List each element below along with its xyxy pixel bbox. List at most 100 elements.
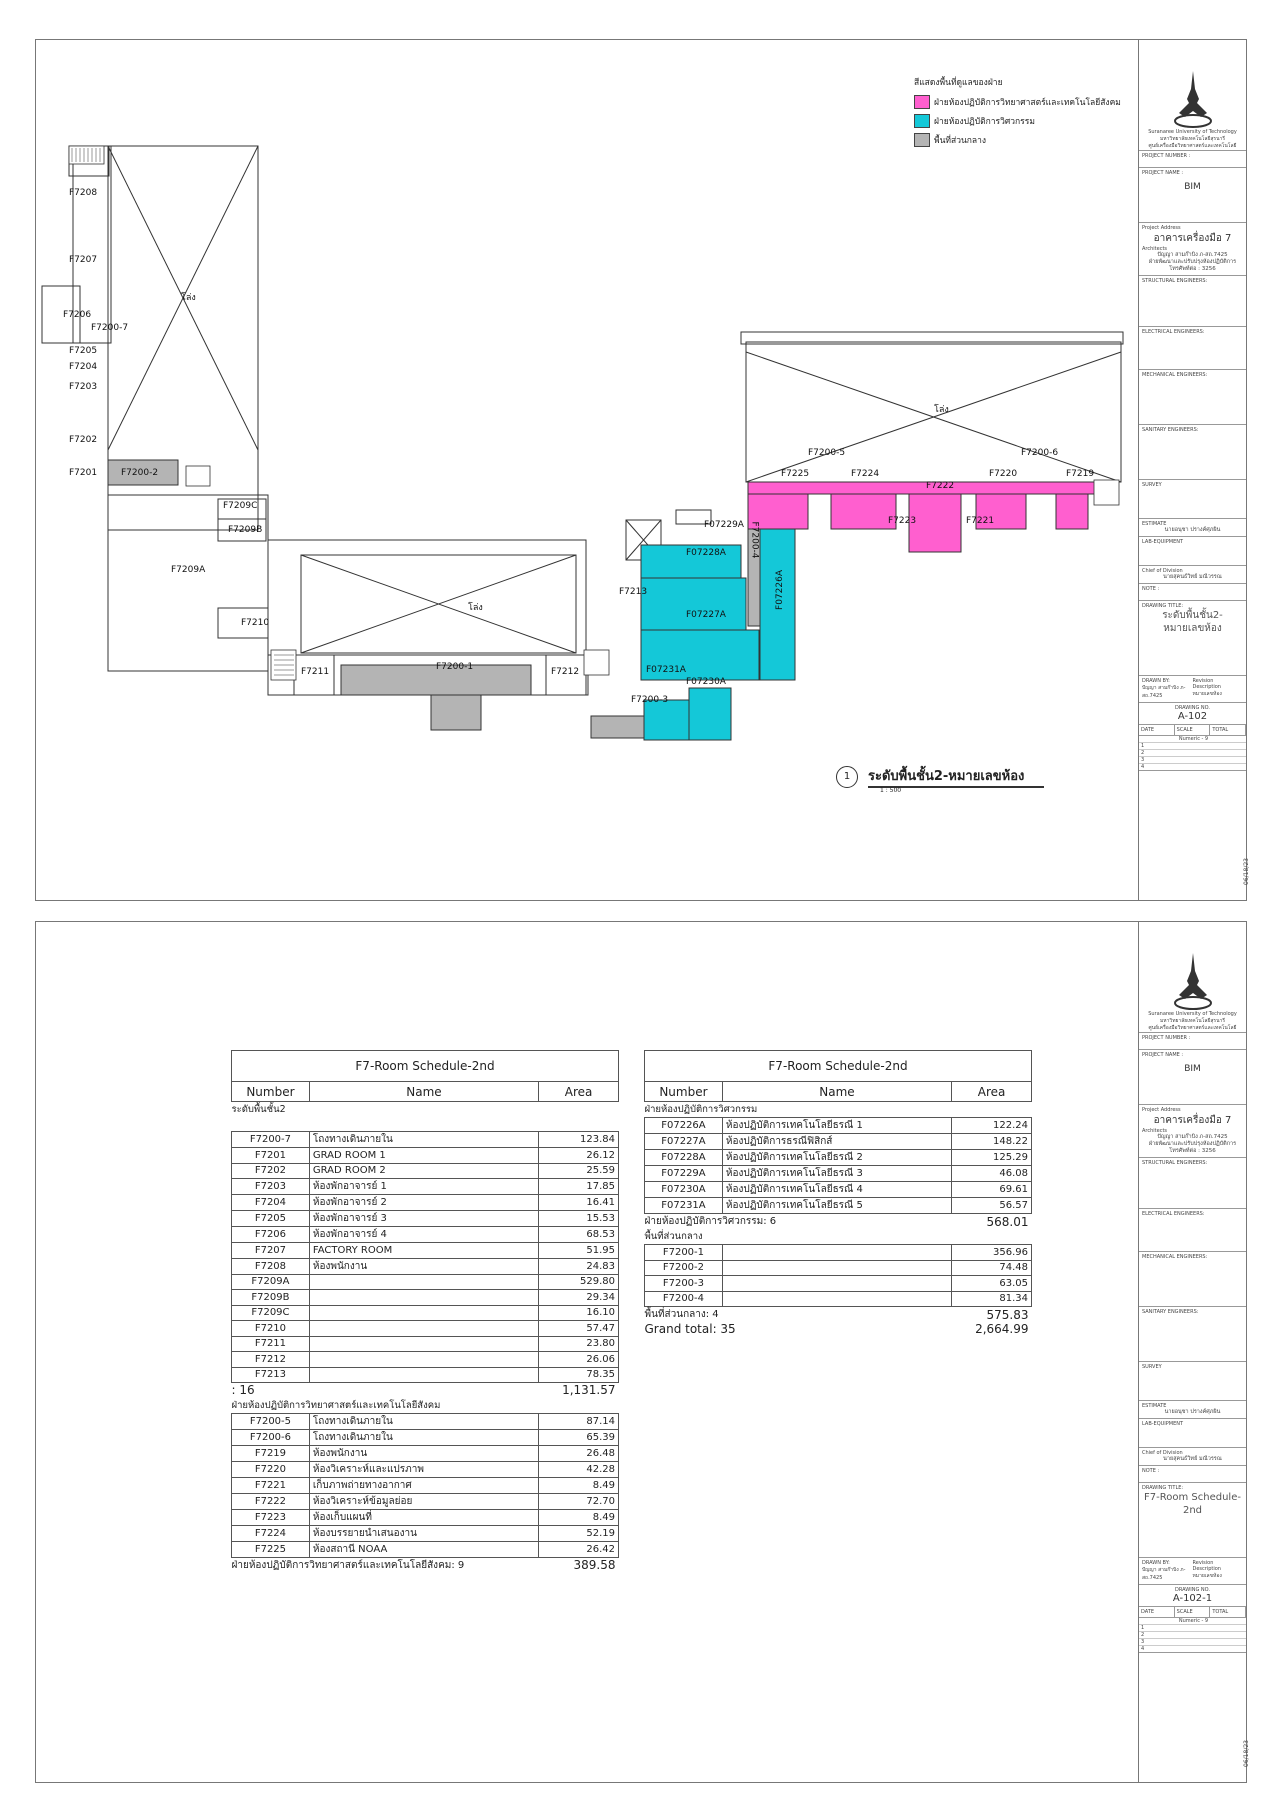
legend-label: ฝ่ายห้องปฏิบัติการวิทยาศาสตร์และเทคโนโลย… <box>934 98 1121 108</box>
architect-tel: โทรศัพท์ต่อ : 3256 <box>1169 1148 1216 1154</box>
room-name <box>308 1335 540 1352</box>
room-area: 8.49 <box>538 1508 619 1526</box>
project-name-row: PROJECT NAME : BIM <box>1139 1050 1246 1105</box>
room-number: F7222 <box>231 1492 310 1510</box>
survey-label: SURVEY <box>1139 1362 1246 1401</box>
room-name: ห้องพักอาจารย์ 4 <box>308 1226 540 1243</box>
legend: สีแสดงพื้นที่ดูแลของฝ่าย ฝ่ายห้องปฏิบัติ… <box>914 75 1121 152</box>
revision: Revision Description หมายเลขห้อง <box>1193 678 1244 700</box>
room-number: F7212 <box>231 1351 310 1368</box>
address-label: Project Address <box>1142 225 1181 231</box>
title-block: Suranaree University of Technology มหาวิ… <box>1138 922 1250 1782</box>
room-name: ห้องปฏิบัติการเทคโนโลยีธรณี 2 <box>721 1149 953 1166</box>
architects-label: Architects <box>1142 1128 1168 1134</box>
room-schedule-right: F7-Room Schedule-2nd Number Name Area ฝ่… <box>644 1050 1032 1337</box>
zone-eng-f07226a <box>759 499 796 681</box>
legend-swatch <box>914 114 930 128</box>
chief-row: Chief of Division นายสุคนธ์วิทย์ มณีวรรณ <box>1139 1448 1246 1466</box>
room-name: เก็บภาพถ่ายทางอากาศ <box>308 1476 540 1494</box>
zone-eng-f07227a <box>640 629 760 681</box>
room-number: F7211 <box>231 1335 310 1352</box>
room-number: F7203 <box>231 1178 310 1195</box>
grand-total-label: Grand total: 35 <box>644 1322 736 1337</box>
floor-plan-drawing <box>41 145 1124 741</box>
zone-common-f7200-1 <box>340 664 532 696</box>
room-label: F7205 <box>69 346 98 356</box>
room-label: F7200-7 <box>91 323 129 333</box>
room-number: F7207 <box>231 1242 310 1259</box>
drawing-number-circle: 1 <box>836 765 858 788</box>
center-th: ศูนย์เครื่องมือวิทยาศาสตร์และเทคโนโลยี <box>1148 143 1237 149</box>
estimate-label: ESTIMATE <box>1142 1403 1167 1409</box>
room-area: 356.96 <box>951 1244 1032 1261</box>
lab-label: LAB-EQUIPMENT <box>1139 1419 1246 1448</box>
scale-label: SCALE <box>1175 1607 1211 1617</box>
legend-label: ฝ่ายห้องปฏิบัติการวิศวกรรม <box>934 117 1035 127</box>
sanitary-label: SANITARY ENGINEERS: <box>1139 1307 1246 1362</box>
room-area: 25.59 <box>538 1162 619 1179</box>
drawn-row: DRAWN BY: ปัญญา สามก๊าบิง ภ-สถ.7425 Revi… <box>1139 1558 1246 1585</box>
room-number: F7209C <box>231 1304 310 1321</box>
room-label: F07228A <box>686 548 726 558</box>
room-area: 23.80 <box>538 1335 619 1352</box>
room-name: ห้องพักอาจารย์ 3 <box>308 1210 540 1227</box>
room-label: F07231A <box>646 665 686 675</box>
group-total: 568.01 <box>986 1214 1029 1229</box>
zone-eng-f07229a <box>640 544 742 579</box>
university-logo: Suranaree University of Technology มหาวิ… <box>1139 922 1246 1033</box>
sheet-room-schedule: F7-Room Schedule-2nd Number Name Area ระ… <box>35 921 1250 1783</box>
room-label: F7211 <box>301 667 330 677</box>
drawn-by: DRAWN BY: ปัญญา สามก๊าบิง ภ-สถ.7425 <box>1142 678 1193 700</box>
room-area: 122.24 <box>951 1117 1032 1134</box>
group-total: 575.83 <box>986 1307 1029 1322</box>
group-count: ฝ่ายห้องปฏิบัติการวิทยาศาสตร์และเทคโนโลย… <box>231 1559 465 1571</box>
column-header: Number <box>644 1081 723 1102</box>
drawing-no-row: DRAWING NO. A-102 <box>1139 703 1246 725</box>
room-area: 16.10 <box>538 1304 619 1321</box>
room-area: 15.53 <box>538 1210 619 1227</box>
numeric-row: 2 <box>1139 749 1246 756</box>
room-number: F7209B <box>231 1289 310 1306</box>
numeric-row: 3 <box>1139 1638 1246 1645</box>
room-name: โถงทางเดินภายใน <box>308 1131 540 1148</box>
room-name <box>308 1304 540 1321</box>
room-name: ห้องปฏิบัติการเทคโนโลยีธรณี 4 <box>721 1181 953 1198</box>
drawn-by-name: ปัญญา สามก๊าบิง ภ-สถ.7425 <box>1142 1567 1186 1581</box>
room-name <box>308 1366 540 1383</box>
room-name: ห้องพักอาจารย์ 2 <box>308 1194 540 1211</box>
room-number: F7224 <box>231 1524 310 1542</box>
project-name: BIM <box>1184 182 1201 192</box>
group-title: ฝ่ายห้องปฏิบัติการวิทยาศาสตร์และเทคโนโลย… <box>231 1399 441 1411</box>
room-area: 24.83 <box>538 1257 619 1275</box>
room-number: F7225 <box>231 1540 310 1558</box>
date-scale-row: DATE SCALE TOTAL <box>1139 1607 1247 1618</box>
room-number: F7200-2 <box>644 1259 723 1276</box>
room-label: F7200-4 <box>749 521 760 559</box>
room-label: F07227A <box>686 610 726 620</box>
room-label: F7207 <box>69 255 98 265</box>
zone-sci-f7222 <box>908 493 962 553</box>
room-label: F7200-5 <box>808 448 846 458</box>
room-number: F7200-6 <box>231 1428 310 1446</box>
architect-name: ปัญญา สามก๊าบิง ภ-สถ.7425 <box>1157 1134 1228 1140</box>
room-name: ห้องวิเคราะห์และแปรภาพ <box>308 1460 540 1478</box>
sheet-floor-plan: F7208 F7207 F7206 F7200-7 F7205 F7204 F7… <box>35 39 1250 901</box>
room-name: ห้องวิเคราะห์ข้อมูลย่อย <box>308 1492 540 1510</box>
floor-plan: F7208 F7207 F7206 F7200-7 F7205 F7204 F7… <box>36 40 1136 900</box>
group-count: : 16 <box>231 1383 255 1398</box>
room-number: F7201 <box>231 1147 310 1164</box>
chief-name: นายสุคนธ์วิทย์ มณีวรรณ <box>1163 1456 1222 1462</box>
room-number: F7200-1 <box>644 1244 723 1261</box>
room-number: F7206 <box>231 1226 310 1243</box>
project-name-row: PROJECT NAME : BIM <box>1139 168 1246 223</box>
chief-name: นายสุคนธ์วิทย์ มณีวรรณ <box>1163 574 1222 580</box>
drawing-title-value: ระดับพื้นชั้น2-หมายเลขห้อง <box>1162 610 1223 634</box>
